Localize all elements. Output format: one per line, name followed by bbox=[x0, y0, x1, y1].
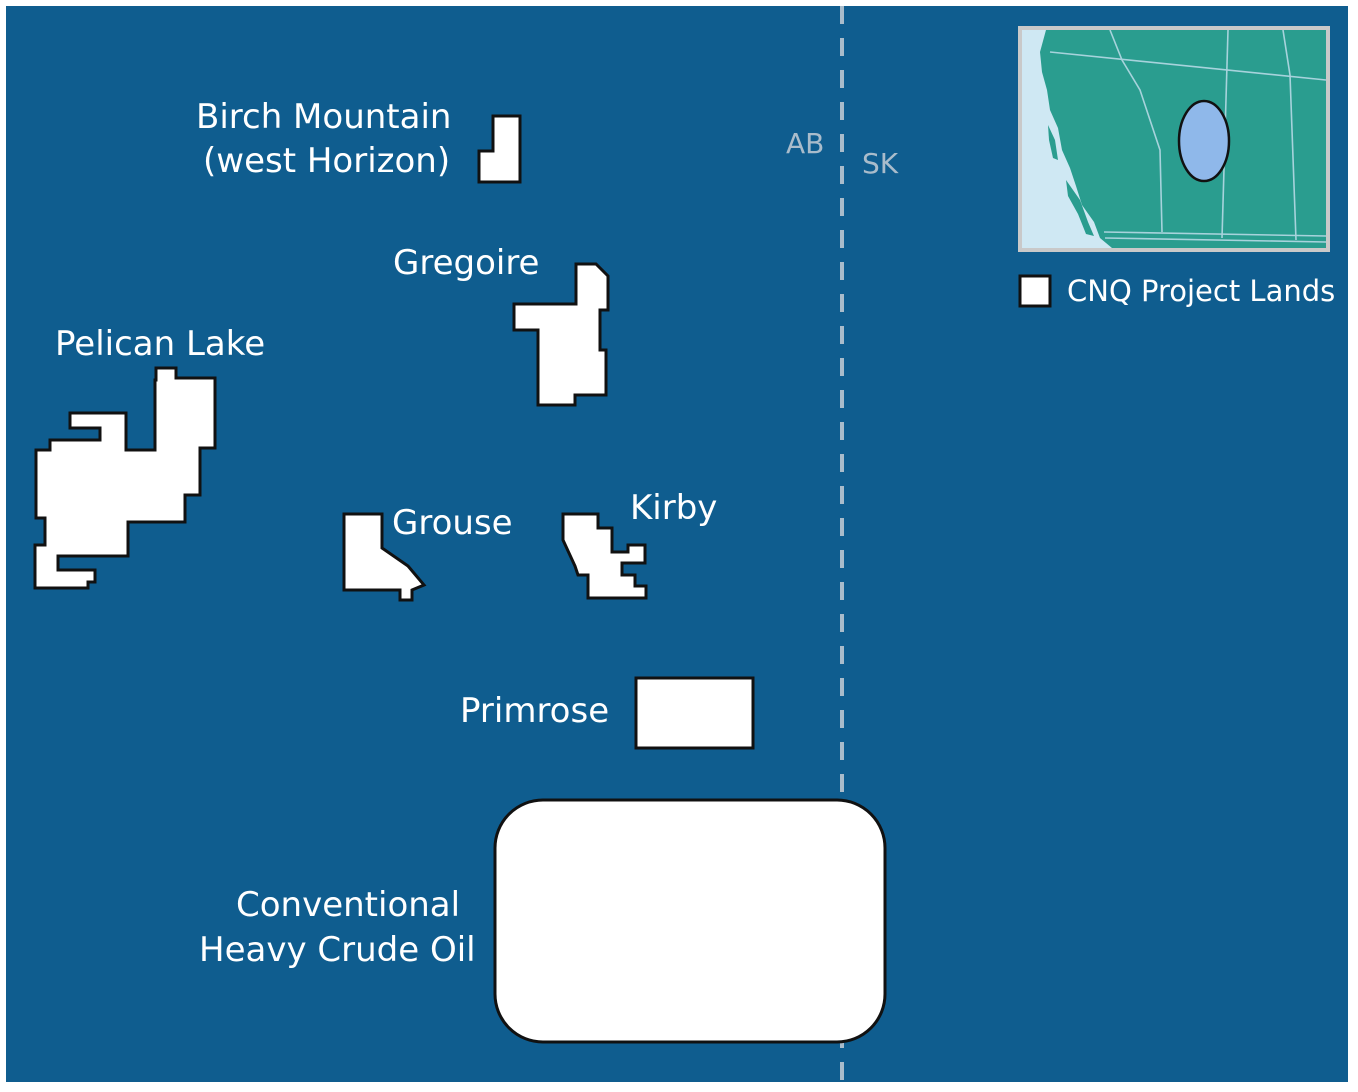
pelican-lake-land bbox=[33, 366, 217, 590]
province-label-sk: SK bbox=[862, 147, 899, 180]
primrose-project[interactable]: Primrose bbox=[460, 676, 755, 750]
grouse-land bbox=[342, 512, 427, 602]
legend-swatch-icon bbox=[1018, 274, 1052, 308]
grouse-label: Grouse bbox=[392, 503, 513, 543]
kirby-project[interactable]: Kirby bbox=[561, 488, 717, 600]
gregoire-label: Gregoire bbox=[393, 243, 539, 283]
legend: CNQ Project Lands bbox=[1018, 274, 1335, 308]
birch-mountain-land bbox=[477, 114, 522, 184]
inset-boundaries bbox=[1049, 29, 1327, 243]
birch-mountain-label-line2: (west Horizon) bbox=[203, 141, 450, 181]
grouse-project[interactable]: Grouse bbox=[342, 503, 513, 602]
conventional-heavy-crude-land bbox=[493, 798, 887, 1044]
gregoire-land bbox=[512, 262, 610, 407]
conventional-heavy-crude-project[interactable]: Conventional Heavy Crude Oil bbox=[199, 798, 887, 1044]
inset-island bbox=[1048, 125, 1058, 160]
birch-mountain-label-line1: Birch Mountain bbox=[196, 97, 451, 137]
kirby-label: Kirby bbox=[630, 488, 717, 528]
inset-island-2 bbox=[1066, 180, 1094, 236]
legend-label: CNQ Project Lands bbox=[1067, 274, 1335, 308]
kirby-land bbox=[561, 512, 648, 600]
gregoire-project[interactable]: Gregoire bbox=[393, 243, 610, 407]
province-label-ab: AB bbox=[786, 127, 824, 160]
conventional-label-line1: Conventional bbox=[236, 885, 460, 925]
primrose-land bbox=[634, 676, 755, 750]
primrose-label: Primrose bbox=[460, 691, 609, 731]
inset-locator-map bbox=[1018, 26, 1330, 252]
birch-mountain-project[interactable]: Birch Mountain (west Horizon) bbox=[196, 97, 522, 184]
pelican-lake-project[interactable]: Pelican Lake bbox=[33, 324, 265, 590]
inset-highlight-ellipse bbox=[1177, 99, 1231, 183]
conventional-label-line2: Heavy Crude Oil bbox=[199, 930, 476, 970]
pelican-lake-label: Pelican Lake bbox=[55, 324, 265, 364]
